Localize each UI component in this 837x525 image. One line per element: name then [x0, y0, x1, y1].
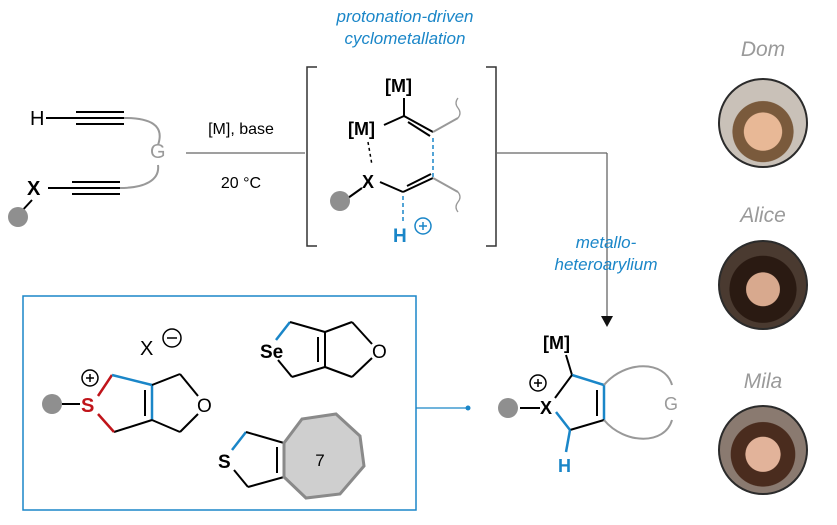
label-metallo: metallo-: [576, 233, 637, 252]
example-oxygen-1: O: [197, 396, 212, 417]
intermediate-proton: H: [393, 226, 407, 247]
counterion-x: X: [140, 338, 153, 360]
intermediate-metal-top: [M]: [385, 76, 412, 96]
ring-size-label: 7: [315, 451, 324, 470]
conditions-temperature: 20 °C: [221, 175, 261, 192]
atom-h-terminal: H: [30, 108, 44, 130]
product-atom-x: X: [540, 398, 552, 418]
label-cyclometallation: cyclometallation: [345, 29, 466, 48]
connector-arrow: [496, 152, 613, 327]
example-thiophenium: S O: [42, 369, 212, 433]
example-thiophene-s: S: [218, 452, 231, 473]
example-selenophene: Se O: [260, 321, 387, 378]
example-sulfonium-s: S: [81, 395, 94, 417]
intermediate-substituent-dot: [330, 191, 350, 211]
intermediate-bracketed: [M] [M] X H: [306, 66, 497, 247]
atom-x: X: [27, 178, 41, 200]
person-name-dom: Dom: [740, 38, 786, 61]
example-thiophene-7ring: S 7: [218, 412, 366, 500]
person-name-mila: Mila: [743, 370, 783, 393]
substituent-dot: [8, 207, 28, 227]
example-selenium: Se: [260, 342, 283, 363]
avatar-mila: [718, 405, 808, 495]
label-protonation-driven: protonation-driven: [335, 7, 473, 26]
product-hydrogen: H: [558, 456, 571, 476]
person-name-alice: Alice: [740, 204, 786, 227]
product-metal: [M]: [543, 333, 570, 353]
examples-box: X S O Se: [22, 295, 471, 511]
product-tether-g: G: [664, 394, 678, 414]
intermediate-atom-x: X: [362, 172, 374, 192]
avatar-dom: [718, 78, 808, 168]
avatar-alice: [718, 240, 808, 330]
conditions-reagent: [M], base: [208, 121, 274, 138]
example-oxygen-2: O: [372, 342, 387, 363]
label-heteroarylium: heteroarylium: [555, 255, 658, 274]
intermediate-metal-left: [M]: [348, 119, 375, 139]
tether-label-g: G: [150, 141, 166, 163]
reaction-arrow: [M], base 20 °C: [186, 121, 305, 192]
product-substituent-dot: [498, 398, 518, 418]
starting-diyne: H G X: [8, 108, 166, 227]
product-metallo-heteroarylium: [M] G X H: [498, 333, 678, 476]
